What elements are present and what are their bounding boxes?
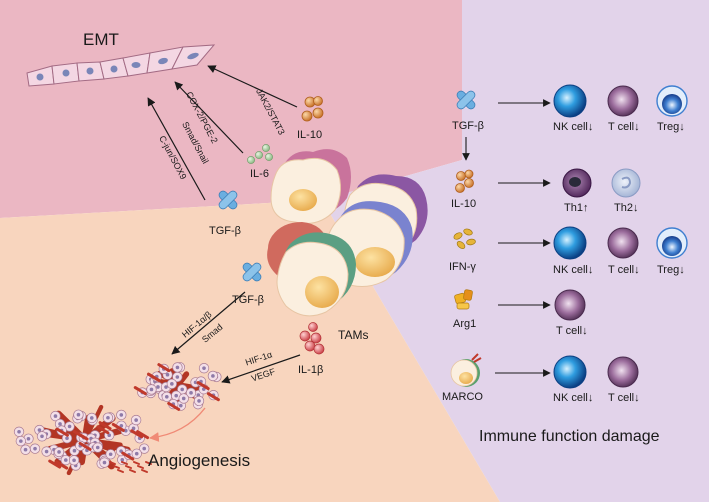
factor-label-tgfb: TGF-β bbox=[452, 120, 484, 132]
t-cell-icon bbox=[607, 356, 639, 388]
tgfb-emt-label: TGF-β bbox=[209, 225, 241, 237]
tumor-small bbox=[133, 362, 222, 411]
il6-icon bbox=[247, 144, 273, 164]
emt-cell-row bbox=[26, 44, 216, 87]
immune-title: Immune function damage bbox=[479, 428, 660, 445]
marco-icon bbox=[450, 353, 482, 387]
target-il10-th2: Th2↓ bbox=[614, 202, 639, 214]
il1b-icon bbox=[299, 322, 325, 355]
t-cell-icon bbox=[607, 227, 639, 259]
il6-label: IL-6 bbox=[250, 168, 269, 180]
nk-cell-icon bbox=[553, 84, 587, 118]
factor-label-arg1: Arg1 bbox=[453, 318, 477, 330]
target-tgfb-t: T cell↓ bbox=[608, 121, 640, 133]
arrow-il6-to-emt bbox=[174, 81, 244, 154]
immune-cells bbox=[553, 84, 688, 389]
tams-cluster bbox=[267, 149, 428, 317]
tgfb-emt-icon bbox=[218, 190, 238, 210]
nk-cell-icon bbox=[553, 355, 587, 389]
emt-title: EMT bbox=[83, 30, 119, 49]
factor-label-il10: IL-10 bbox=[451, 198, 477, 210]
arrow-il1b-to-tumor bbox=[221, 354, 301, 384]
target-ifng-t: T cell↓ bbox=[608, 264, 640, 276]
il10-emt-label: IL-10 bbox=[297, 129, 323, 141]
factor-label-ifng: IFN-γ bbox=[449, 261, 476, 273]
th2-cell-icon bbox=[611, 168, 641, 198]
target-ifng-treg: Treg↓ bbox=[657, 264, 685, 276]
ifn-gamma-icon bbox=[453, 228, 476, 249]
t-cell-icon bbox=[554, 289, 586, 321]
target-arg1-t: T cell↓ bbox=[556, 325, 588, 337]
factor-label-marco: MARCO bbox=[442, 391, 483, 403]
tams-label: TAMs bbox=[338, 328, 369, 342]
il-10-icon bbox=[455, 169, 474, 193]
nk-cell-icon bbox=[553, 226, 587, 260]
target-marco-t: T cell↓ bbox=[608, 392, 640, 404]
il1b-label: IL-1β bbox=[298, 364, 324, 376]
tgfb-angio-icon bbox=[242, 262, 262, 282]
tgf-beta-icon bbox=[456, 90, 476, 110]
arrow-tgfb-to-tumor bbox=[171, 291, 246, 355]
il10-emt-icon bbox=[301, 96, 324, 122]
target-tgfb-nk: NK cell↓ bbox=[553, 121, 594, 133]
target-marco-nk: NK cell↓ bbox=[553, 392, 594, 404]
tgfb-angio-label: TGF-β bbox=[232, 294, 264, 306]
arrow-il10-to-emt bbox=[207, 65, 298, 108]
arrow-tgfb-to-emt bbox=[147, 97, 206, 201]
t-cell-icon bbox=[607, 85, 639, 117]
tumor-large bbox=[13, 404, 152, 476]
arrow-tumor-to-vessels bbox=[149, 407, 206, 442]
target-ifng-nk: NK cell↓ bbox=[553, 264, 594, 276]
angiogenesis-title: Angiogenesis bbox=[148, 451, 251, 470]
target-tgfb-treg: Treg↓ bbox=[657, 121, 685, 133]
arg1-icon bbox=[454, 289, 473, 310]
target-il10-th1: Th1↑ bbox=[564, 202, 589, 214]
